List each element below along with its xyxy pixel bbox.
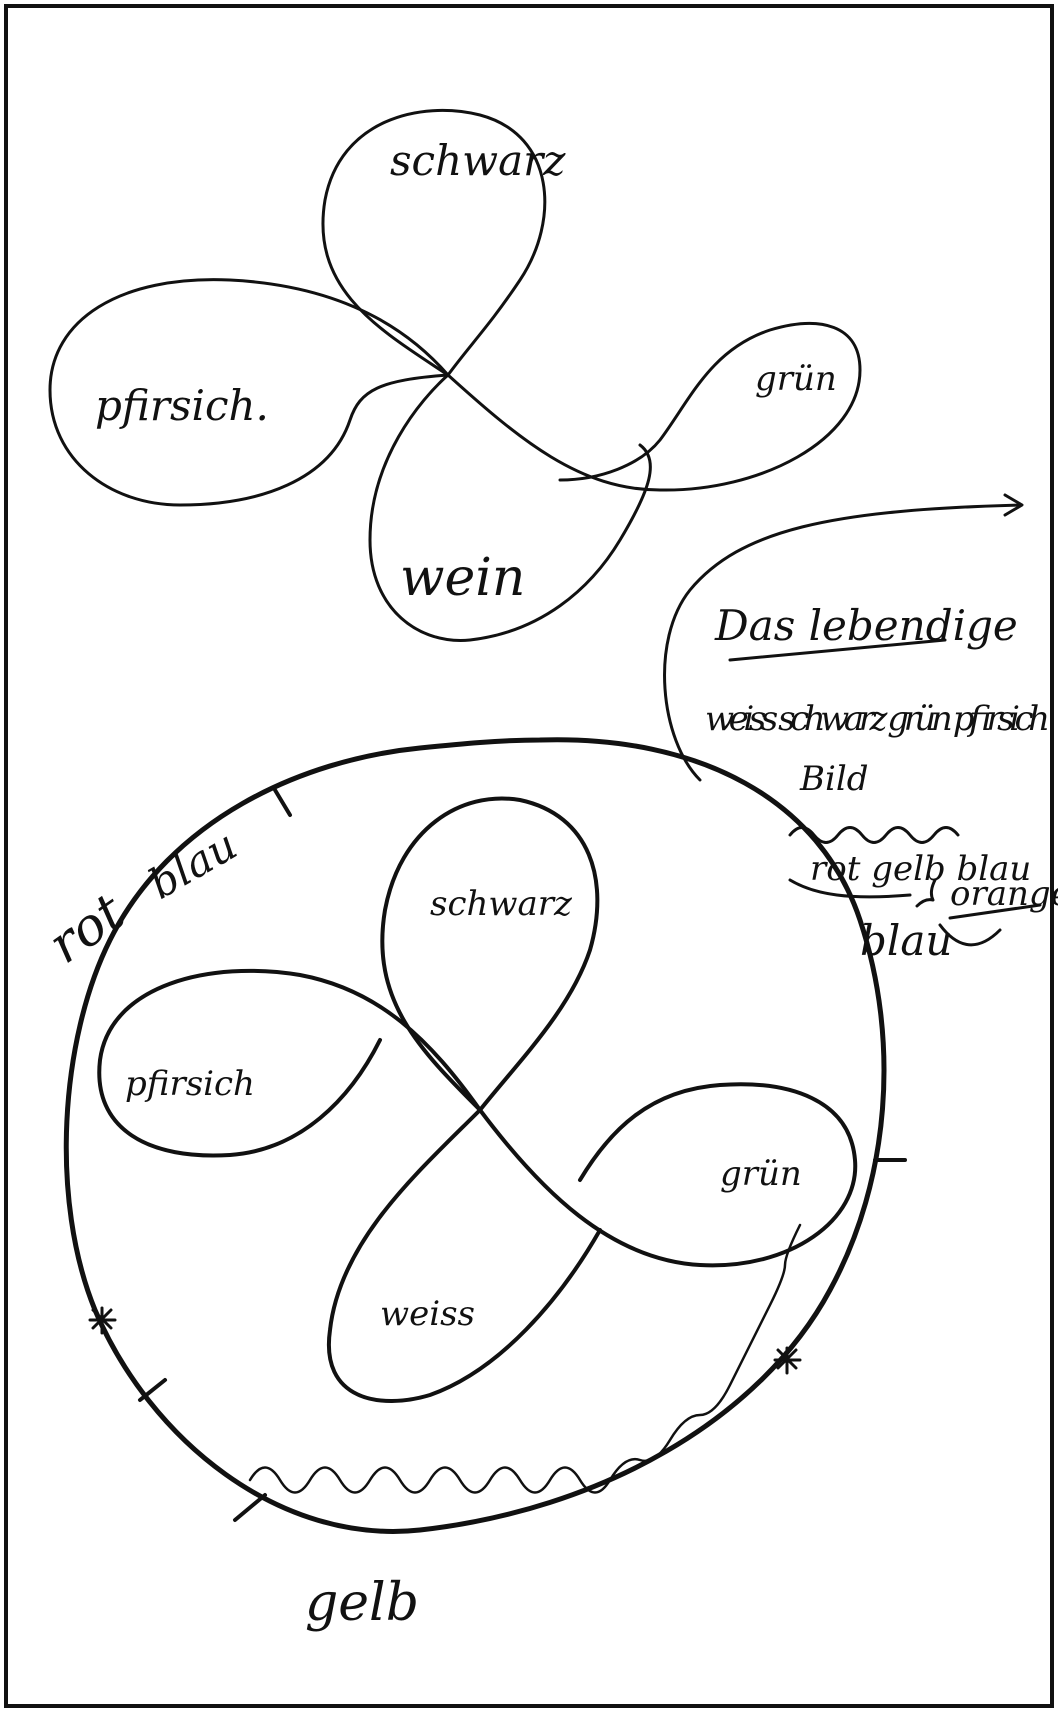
note-line4: orange — [950, 874, 1058, 914]
lower-label-left: pfirsich — [125, 1064, 255, 1104]
upper-lobe-bottom — [368, 373, 652, 642]
upper-label-right: grün — [755, 359, 837, 399]
note-line4-underline — [948, 903, 1042, 920]
outer-ring — [63, 737, 887, 1534]
note-line3: rot gelb blau — [810, 849, 1031, 889]
note-connector — [938, 923, 1002, 947]
upper-label-top: schwarz — [390, 136, 566, 185]
ring-label-gelb: gelb — [305, 1573, 419, 1633]
note-title: Das lebendige — [714, 601, 1018, 650]
note-underline — [728, 638, 947, 662]
upper-lobe-left — [48, 278, 450, 507]
page-frame — [4, 4, 1054, 1708]
ring-tick-1 — [273, 788, 292, 817]
note-boundary-arrow — [663, 503, 1022, 782]
ring-tick-4 — [233, 1493, 267, 1522]
note-line5: blau — [860, 916, 952, 965]
lower-label-right: grün — [720, 1154, 802, 1194]
ring-label-blau: blau — [141, 820, 246, 909]
upper-lobe-right — [446, 322, 862, 492]
upper-label-left: pfirsich. — [95, 381, 269, 430]
note-line2: Bild — [799, 759, 869, 799]
lower-lobe-bottom — [326, 1108, 602, 1403]
note-block: Das lebendige weiss schwarz grün pfirsic… — [663, 493, 1058, 965]
lower-label-bottom: weiss — [380, 1294, 475, 1334]
ring-label-rot: rot — [38, 882, 136, 975]
lower-lobe-top — [380, 796, 600, 1112]
note-link-to-ring — [788, 878, 912, 899]
lower-ring-figure: schwarz pfirsich grün weiss rot blau gel… — [38, 737, 907, 1633]
note-line1: weiss schwarz grün pfirsich — [705, 699, 1050, 739]
ring-star-1 — [88, 1306, 117, 1335]
upper-loop-figure: schwarz pfirsich. grün wein — [48, 108, 862, 642]
ring-tick-3 — [138, 1378, 167, 1402]
note-brace — [915, 878, 937, 908]
note-arrowhead — [1003, 493, 1024, 517]
outer-ring-wave — [248, 1223, 802, 1494]
ring-star-2 — [773, 1346, 802, 1375]
lower-lobe-left — [97, 968, 482, 1158]
upper-label-bottom: wein — [400, 548, 525, 608]
upper-lobe-top — [321, 108, 547, 377]
lower-label-top: schwarz — [430, 884, 573, 924]
